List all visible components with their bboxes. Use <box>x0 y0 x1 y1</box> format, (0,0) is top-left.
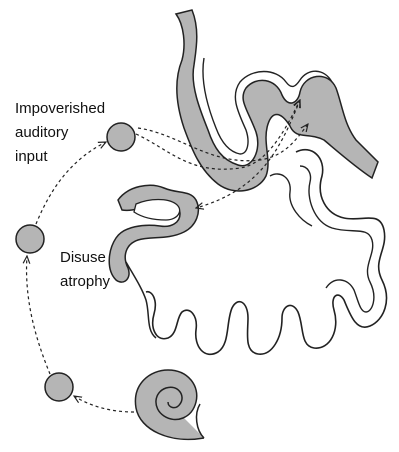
disuse-label-line1: Disuse <box>60 249 106 266</box>
relay-node-bottom <box>45 373 73 401</box>
relay-node-top <box>107 123 135 151</box>
disuse-label-line2: atrophy <box>60 273 111 290</box>
cochlea-spiral-icon <box>135 370 204 439</box>
upper-cortex-gray <box>176 10 378 191</box>
arrow-cochlea-to-bottom-node <box>74 396 134 412</box>
impoverished-label-line2: auditory <box>15 124 69 141</box>
impoverished-label-line3: input <box>15 148 48 165</box>
right-cortex-outline <box>146 150 386 355</box>
impoverished-label-line1: Impoverished <box>15 100 105 117</box>
arrow-bottom-to-middle-node <box>27 256 50 374</box>
relay-node-middle <box>16 225 44 253</box>
